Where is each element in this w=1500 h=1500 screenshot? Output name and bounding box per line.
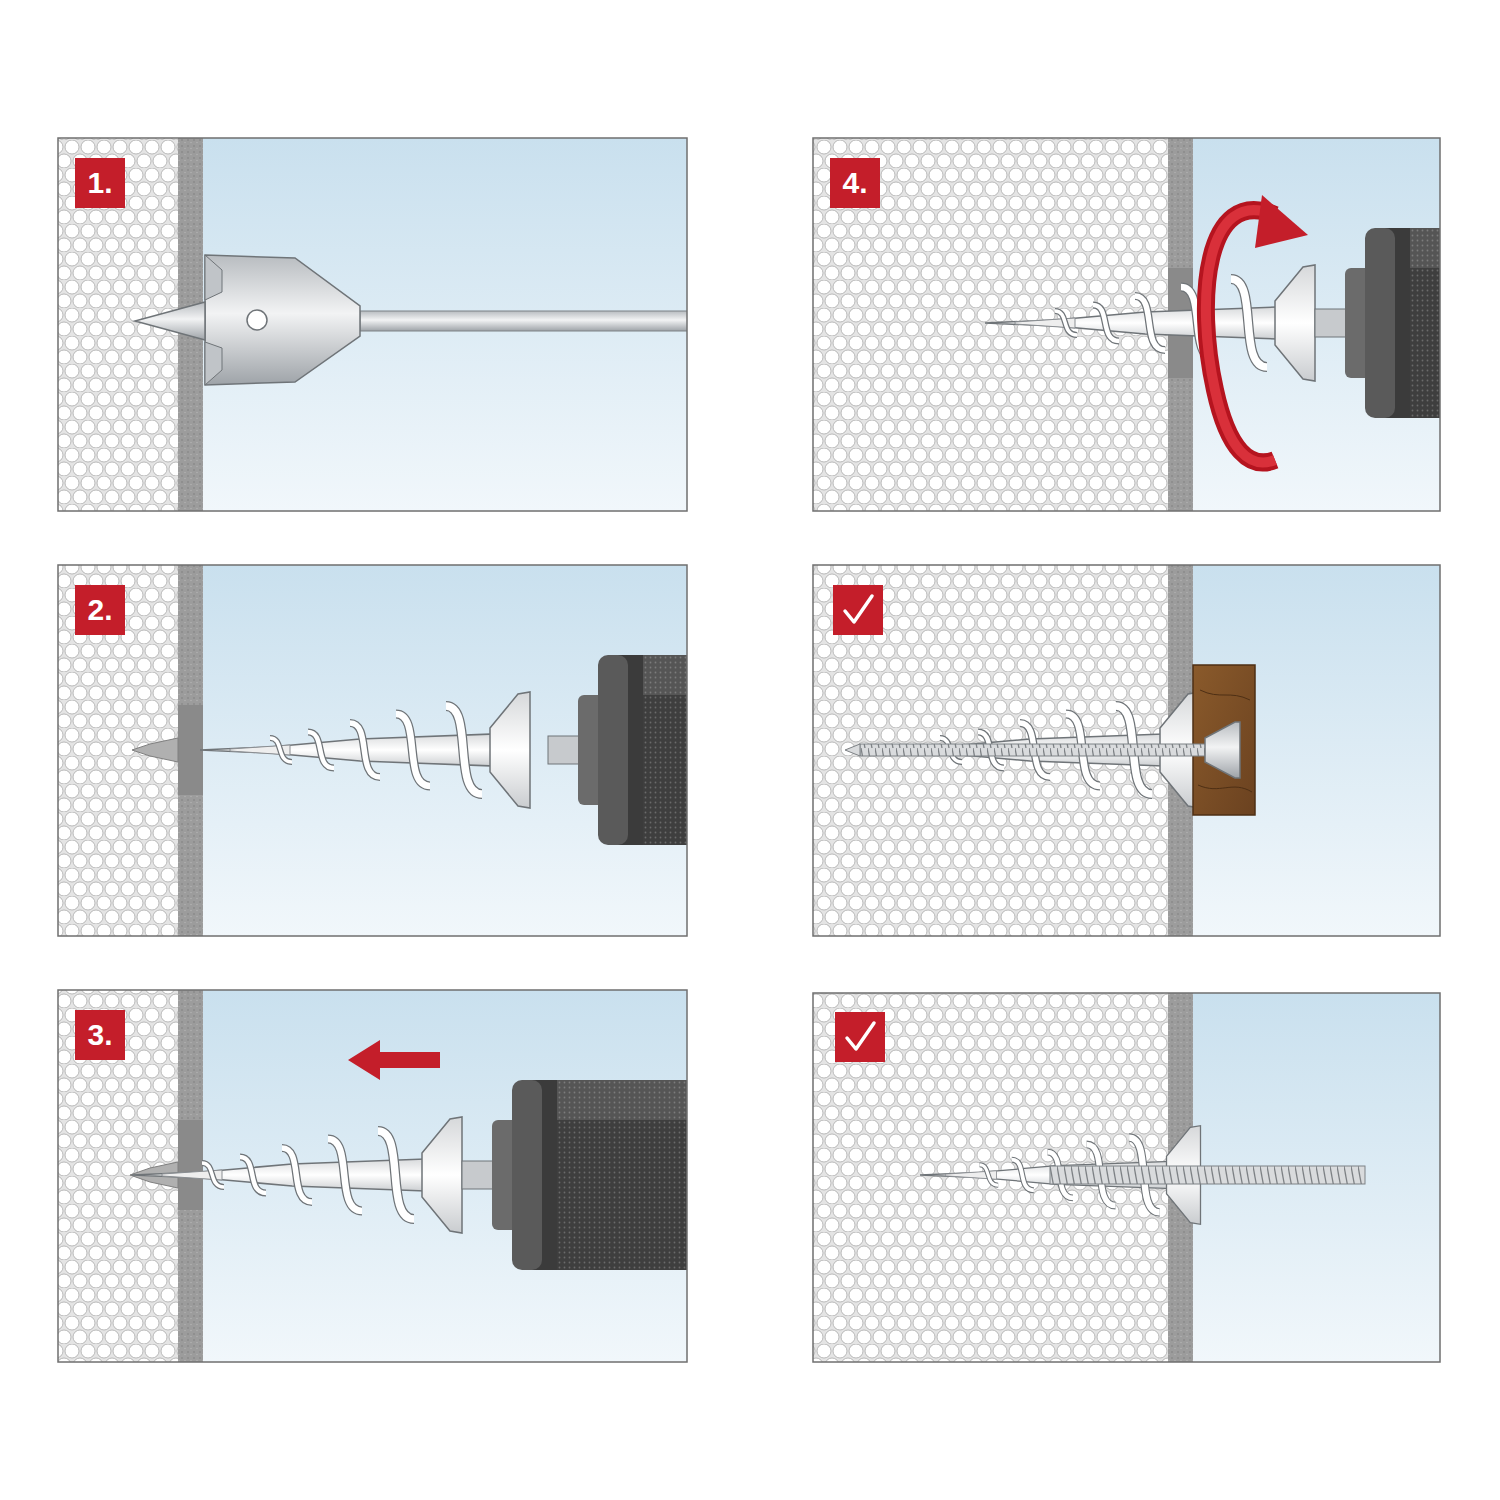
step-number-badge: 2. (75, 585, 125, 635)
step-number-badge: 4. (830, 158, 880, 208)
check-mark (833, 585, 883, 635)
step-number: 2. (87, 593, 112, 627)
step-number: 4. (842, 166, 867, 200)
step-number: 1. (87, 166, 112, 200)
step-number: 3. (87, 1018, 112, 1052)
step-one-panel (58, 138, 687, 511)
result-panel (813, 993, 1440, 1362)
step-four-panel (813, 138, 1440, 511)
step-number-badge: 1. (75, 158, 125, 208)
step-two-panel (58, 565, 687, 936)
step-three-panel (58, 990, 687, 1362)
check-mark (835, 1012, 885, 1062)
step-number-badge: 3. (75, 1010, 125, 1060)
result-panel (813, 565, 1440, 936)
